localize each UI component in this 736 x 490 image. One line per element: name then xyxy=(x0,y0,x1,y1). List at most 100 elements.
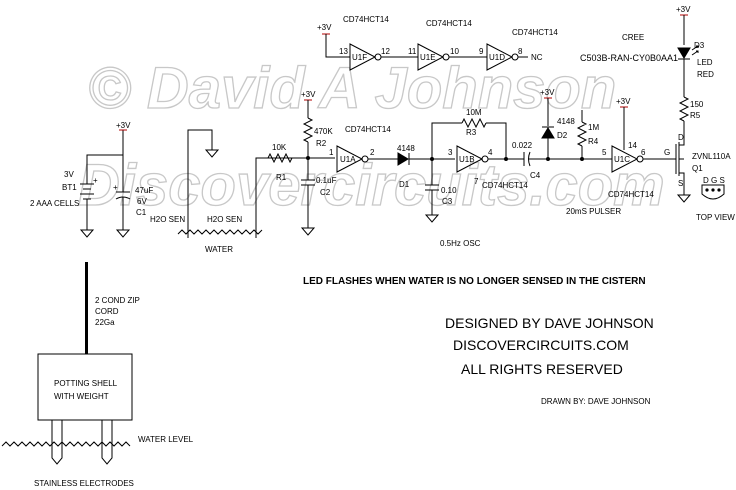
oscillator-stage: 4148 D1 0.10 C3 10M R3 U1B 3 4 CD74HCT14 xyxy=(397,108,528,248)
c2-ref: C2 xyxy=(320,188,331,197)
r2-value: 470K xyxy=(314,127,333,136)
u1a-part: CD74HCT14 xyxy=(345,125,391,134)
c1-voltage: 6V xyxy=(137,197,147,206)
resistor-r2 xyxy=(302,117,314,143)
cord-line2: CORD xyxy=(95,307,119,316)
probe-assembly: 2 COND ZIP CORD 22Ga POTTING SHELL WITH … xyxy=(1,262,194,488)
u1f-part: CD74HCT14 xyxy=(343,15,389,24)
led-maker: CREE xyxy=(622,33,644,42)
ground-icon xyxy=(300,227,316,236)
u1b-part: CD74HCT14 xyxy=(482,181,528,190)
u1f-in: 13 xyxy=(339,47,348,56)
r1-ref: R1 xyxy=(276,173,287,182)
u1e-in: 11 xyxy=(408,47,417,56)
sensor-section: H2O SEN H2O SEN WATER xyxy=(150,129,300,254)
q1-g: G xyxy=(664,148,670,157)
u1f-ref: U1F xyxy=(352,53,367,62)
water-level-line xyxy=(1,441,131,447)
pulser-label: 20mS PULSER xyxy=(566,207,621,216)
r5-ref: R5 xyxy=(690,111,701,120)
watermark: © David A Johnson Discovercircuits.com xyxy=(77,55,665,218)
led-part: C503B-RAN-CY0B0AA1 xyxy=(580,53,678,63)
resistor-r4 xyxy=(576,121,588,147)
led-ref: D3 xyxy=(694,41,705,50)
electrodes-label: STAINLESS ELECTRODES xyxy=(34,479,134,488)
circuit-note: LED FLASHES WHEN WATER IS NO LONGER SENS… xyxy=(303,276,646,287)
output-stage: +3V D3 LED RED CREE C503B-RAN-CY0B0AA1 1… xyxy=(580,5,735,222)
c3-ref: C3 xyxy=(442,197,453,206)
mosfet-q1 xyxy=(670,140,685,195)
vcc-label-top: +3V xyxy=(317,23,332,32)
u1d-part: CD74HCT14 xyxy=(512,28,558,37)
credit-drawn: DRAWN BY: DAVE JOHNSON xyxy=(541,397,651,406)
u1c-ref: U1C xyxy=(614,155,630,164)
credit-line3: ALL RIGHTS RESERVED xyxy=(461,361,623,377)
input-stage: 10K R1 +3V 470K R2 0.1uF C2 U1A 1 2 CD74… xyxy=(267,90,398,236)
potting-shell xyxy=(37,353,133,421)
d1-part: 4148 xyxy=(397,144,415,153)
ground-icon xyxy=(424,214,440,223)
u1a-in: 1 xyxy=(329,148,334,157)
r1-value: 10K xyxy=(272,143,287,152)
water-surface xyxy=(177,229,263,235)
water-level-label: WATER LEVEL xyxy=(138,435,194,444)
r3-value: 10M xyxy=(466,108,482,117)
c1-value: 47uF xyxy=(135,186,153,195)
water-label: WATER xyxy=(205,245,233,254)
led-type1: LED xyxy=(697,58,713,67)
u1c-out: 6 xyxy=(641,148,646,157)
r4-ref: R4 xyxy=(588,137,599,146)
vcc-label-u1c: +3V xyxy=(616,97,631,106)
battery-voltage: 3V xyxy=(64,170,74,179)
q1-ref: Q1 xyxy=(692,164,703,173)
u1e-ref: U1E xyxy=(420,53,436,62)
sensor-label-right: H2O SEN xyxy=(207,215,242,224)
u1e-part: CD74HCT14 xyxy=(426,19,472,28)
gate-u1d: U1D 9 8 NC CD74HCT14 xyxy=(479,28,558,71)
gate-u1f: U1F 13 12 CD74HCT14 xyxy=(339,15,390,71)
capacitor-c4 xyxy=(523,151,531,167)
q1-d: D xyxy=(678,133,684,142)
battery-ref: BT1 xyxy=(62,183,77,192)
r2-ref: R2 xyxy=(316,139,327,148)
resistor-r3 xyxy=(461,117,487,129)
battery-bt1: + xyxy=(80,176,98,230)
q1-pins: D G S xyxy=(703,176,725,185)
resistor-r5 xyxy=(678,96,690,122)
battery-section: +3V + 3V BT1 2 AAA CELLS + 47uF 6V C1 xyxy=(30,121,153,238)
d2-ref: D2 xyxy=(557,131,568,140)
capacitor-c1: + xyxy=(113,155,131,230)
svg-text:+: + xyxy=(93,176,98,185)
shell-line1: POTTING SHELL xyxy=(54,379,118,388)
credit-line1: DESIGNED BY DAVE JOHNSON xyxy=(445,315,654,331)
q1-part: ZVNL110A xyxy=(692,152,731,161)
cord-line1: 2 COND ZIP xyxy=(95,296,140,305)
u1a-out: 2 xyxy=(370,148,375,157)
c1-ref: C1 xyxy=(136,208,147,217)
probe-cord xyxy=(85,262,88,354)
vcc-label-battery: +3V xyxy=(116,121,131,130)
watermark-line1: © David A Johnson xyxy=(88,56,616,121)
ground-icon xyxy=(676,194,692,203)
capacitor-c3 xyxy=(425,159,439,215)
resistor-r1 xyxy=(267,152,293,164)
ground-icon xyxy=(115,229,131,238)
capacitor-c2 xyxy=(301,179,315,228)
c2-value: 0.1uF xyxy=(316,176,337,185)
u1c-in: 5 xyxy=(602,148,607,157)
q1-view: TOP VIEW xyxy=(696,213,735,222)
electrode-right xyxy=(101,420,113,465)
q1-s: S xyxy=(678,179,683,188)
c4-value: 0.022 xyxy=(512,141,533,150)
ground-icon xyxy=(79,229,95,238)
r3-ref: R3 xyxy=(466,128,477,137)
gate-u1c: U1C 5 6 14 CD74HCT14 xyxy=(602,141,654,199)
u1e-out: 10 xyxy=(450,47,459,56)
sensor-label-left: H2O SEN xyxy=(150,215,185,224)
osc-label: 0.5Hz OSC xyxy=(440,239,481,248)
u1f-out: 12 xyxy=(381,47,390,56)
diode-d2 xyxy=(541,126,555,139)
watermark-line2: Discovercircuits.com xyxy=(78,153,665,218)
u1b-ref: U1B xyxy=(459,155,475,164)
